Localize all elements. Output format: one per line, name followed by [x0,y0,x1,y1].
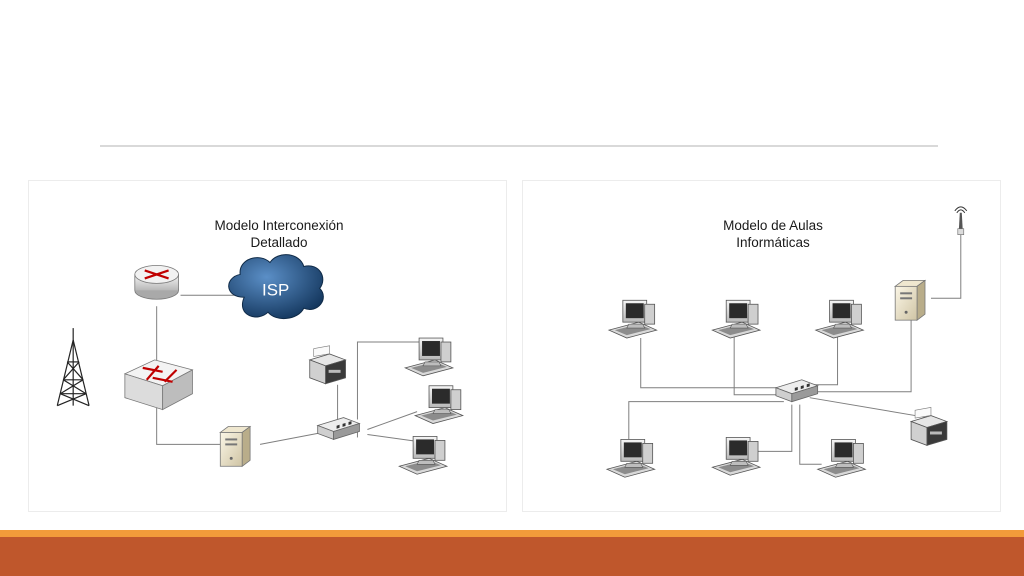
cloud-label: ISP [262,280,289,299]
diagram-title: Modelo Interconexión Detallado [179,217,379,251]
cloud-icon: ISP [228,254,324,319]
network-diagram-aulas [606,206,968,478]
diagram-title-line2: Informáticas [736,235,810,250]
computer-icon [608,299,658,339]
server-icon [894,279,926,321]
printer-icon [910,406,948,446]
computer-icon [711,436,761,476]
antenna-tower-icon [56,328,90,407]
header-divider [100,145,938,147]
network-diagram-interconexion: ISP [56,254,464,475]
diagram-title-line2: Detallado [250,235,308,250]
printer-icon [309,345,347,385]
switch-icon [123,359,194,411]
computer-icon [414,385,464,425]
diagram-panel-aulas: Modelo de Aulas Informáticas [522,180,1001,512]
computer-icon [815,299,864,339]
computer-icon [817,438,866,478]
computer-icon [606,438,656,478]
server-icon [219,426,251,467]
connection-lines [156,294,428,445]
wireless-antenna-icon [954,206,968,235]
diagram-title-line1: Modelo Interconexión [214,218,344,233]
hub-icon [317,417,360,440]
diagram-title-line1: Modelo de Aulas [723,218,823,233]
diagram-title: Modelo de Aulas Informáticas [673,217,873,251]
computer-icon [404,337,454,377]
computer-icon [711,299,761,339]
diagram-panel-interconexion: ISP [28,180,507,512]
footer-accent-stripe [0,530,1024,537]
router-icon [134,265,179,300]
computer-icon [398,435,448,475]
footer-bar [0,537,1024,576]
